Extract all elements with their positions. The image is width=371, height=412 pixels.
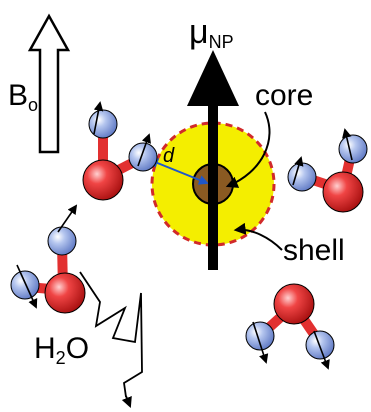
shell-pointer xyxy=(233,222,283,251)
mu-np-arrow-shaft xyxy=(208,100,218,270)
diffusion-path xyxy=(79,271,143,398)
hydrogen-atom xyxy=(128,142,158,172)
spin-arrow xyxy=(93,101,104,135)
hydrogen-atom xyxy=(245,321,275,351)
oxygen-atom xyxy=(44,272,86,314)
core-pointer xyxy=(225,111,271,188)
mu-np-label: μNP xyxy=(189,13,234,52)
hydrogen-atom xyxy=(338,134,368,164)
distance-label: d xyxy=(163,145,175,167)
oxygen-atom xyxy=(322,171,364,213)
spin-arrow xyxy=(342,128,353,161)
oxygen-atom xyxy=(82,159,124,201)
water-molecule xyxy=(245,283,335,370)
water-label: H2O xyxy=(34,332,89,368)
hydrogen-atom xyxy=(88,109,118,139)
mu-np-arrow-head xyxy=(187,50,239,106)
water-molecule xyxy=(287,128,368,213)
diffusion-path-arrow xyxy=(121,395,132,409)
hydrogen-atom xyxy=(47,226,77,256)
water-molecule xyxy=(10,204,86,314)
b0-label: Bo xyxy=(8,79,38,115)
hydrogen-atom xyxy=(287,162,317,192)
spin-arrow xyxy=(16,264,38,309)
spin-arrow xyxy=(57,204,78,233)
spin-arrow xyxy=(252,321,269,364)
spin-arrow xyxy=(137,133,151,167)
core-label: core xyxy=(255,79,313,112)
spin-arrow xyxy=(292,156,304,186)
distance-arrow xyxy=(148,158,209,185)
oxygen-atom xyxy=(273,283,315,325)
shell-label: shell xyxy=(283,234,345,267)
water-molecule xyxy=(82,101,158,201)
hydrogen-atom xyxy=(10,270,40,300)
b0-field-arrow xyxy=(27,13,71,154)
spin-arrow xyxy=(313,330,330,370)
